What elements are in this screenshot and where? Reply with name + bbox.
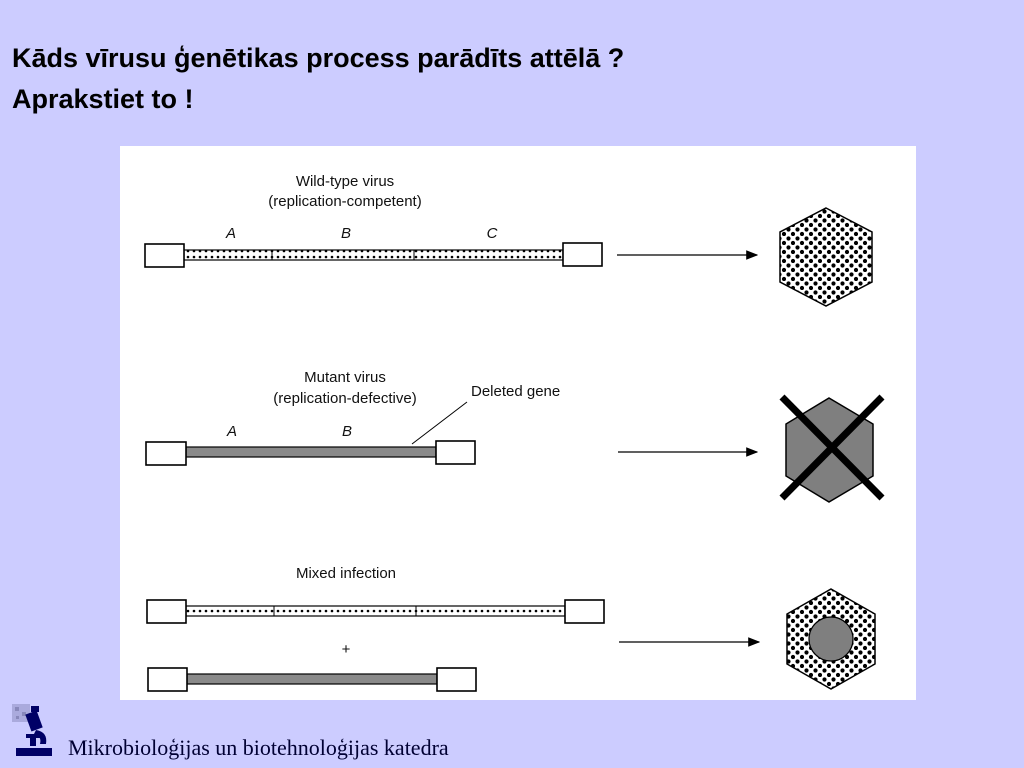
wild-type-genome-bar [183,249,564,261]
mixed-wild-type-left-terminal [146,599,187,624]
wild-type-row: Wild-type virus (replication-competent) … [144,173,873,307]
wild-type-label: Wild-type virus [296,173,394,190]
crossed-out-icon [779,394,885,501]
gene-label-b: B [341,225,351,242]
wild-type-right-terminal [562,242,603,267]
wild-type-capsid [779,207,873,307]
mixed-mutant-left-terminal [147,667,188,692]
gene-label-a: A [225,225,236,242]
mixed-wild-type-genome-bar [185,605,566,617]
mutant-label: Mutant virus [304,369,386,386]
mixed-wild-type-right-terminal [564,599,605,624]
mixed-infection-label: Mixed infection [296,565,396,582]
title-line-2: Aprakstiet to ! [12,84,194,114]
mixed-mutant-genome-bar [186,673,438,685]
virus-complementation-diagram: Wild-type virus (replication-competent) … [120,146,916,700]
wild-type-sublabel: (replication-competent) [268,193,421,210]
title-line-1: Kāds vīrusu ģenētikas process parādīts a… [12,43,625,73]
mixed-capsid-core [808,616,854,662]
plus-sign: + [342,641,351,658]
deleted-gene-pointer [411,401,468,445]
mutant-left-terminal [145,441,187,466]
mutant-sublabel: (replication-defective) [273,390,416,407]
microscope-icon [12,704,56,760]
mutant-genome-bar [185,446,437,458]
mutant-gene-label-b: B [342,423,352,440]
mixed-mutant-right-terminal [436,667,477,692]
mutant-row: Mutant virus (replication-defective) Del… [145,369,885,503]
gene-label-c: C [487,225,498,242]
mutant-gene-label-a: A [226,423,237,440]
deleted-gene-label: Deleted gene [471,383,560,400]
department-name: Mikrobioloģijas un biotehnoloģijas kated… [68,735,449,760]
wild-type-left-terminal [144,243,185,268]
slide-title: Kāds vīrusu ģenētikas process parādīts a… [12,38,1012,120]
mixed-infection-row: Mixed infection + [146,565,876,692]
mutant-right-terminal [435,440,476,465]
